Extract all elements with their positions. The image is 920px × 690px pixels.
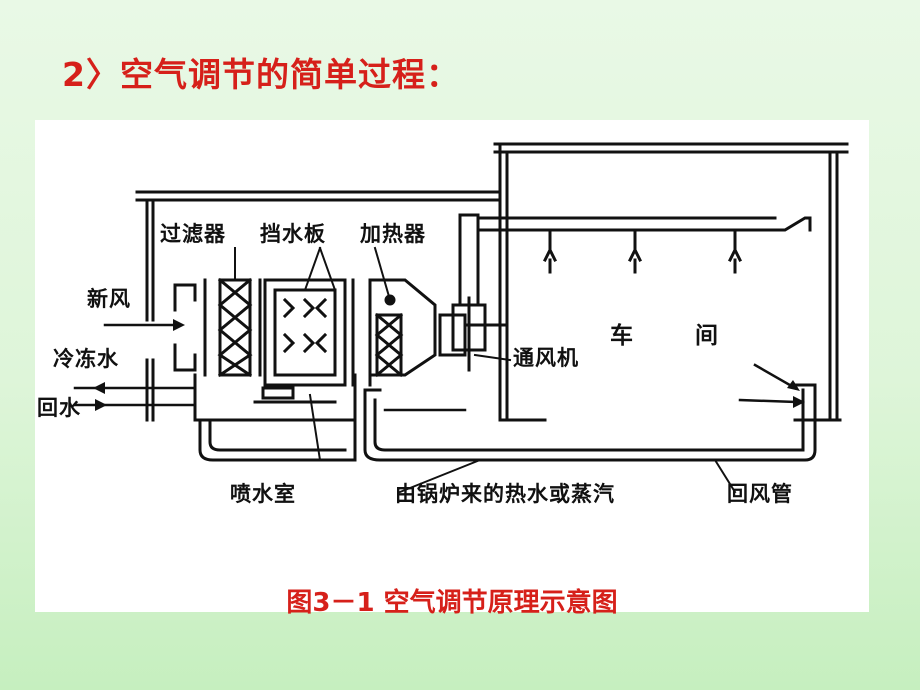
- supply-duct: [476, 216, 812, 274]
- filter-label: 过滤器: [160, 222, 226, 246]
- return-duct-label: 回风管: [727, 482, 793, 506]
- schematic-drawing: [73, 142, 849, 494]
- fresh-air-label: 新风: [87, 287, 131, 311]
- figure-caption: 图3－1 空气调节原理示意图: [286, 588, 618, 618]
- intake-chamber: [173, 278, 262, 377]
- boiler-supply-label: 由锅炉来的热水或蒸汽: [395, 482, 615, 506]
- heater-label: 加热器: [360, 222, 426, 246]
- air-conditioning-diagram: 过滤器 挡水板 加热器 新风 冷冻水 回水 通风机 喷水室 由锅炉来的热水或蒸汽…: [35, 120, 869, 618]
- workshop-label-2: 间: [695, 323, 719, 349]
- slide-heading: 2〉空气调节的简单过程：: [62, 55, 460, 94]
- return-water-label: 回水: [37, 396, 81, 420]
- fan-label: 通风机: [513, 346, 579, 370]
- workshop-label-1: 车: [610, 323, 634, 349]
- heater-block: [374, 294, 404, 378]
- filter-block: [217, 277, 253, 378]
- water-tank: [193, 373, 357, 422]
- flow-arrowheads: [93, 319, 805, 411]
- leader-lines: [234, 246, 737, 494]
- workshop-building: [493, 142, 849, 422]
- return-pipes: [198, 383, 817, 462]
- chilled-water-label: 冷冻水: [53, 347, 119, 371]
- baffle-label: 挡水板: [260, 222, 326, 246]
- spray-chamber-label: 喷水室: [230, 482, 296, 506]
- fan-unit: [451, 213, 507, 372]
- spray-chamber-body: [263, 278, 372, 387]
- air-handling-unit-housing: [135, 190, 502, 422]
